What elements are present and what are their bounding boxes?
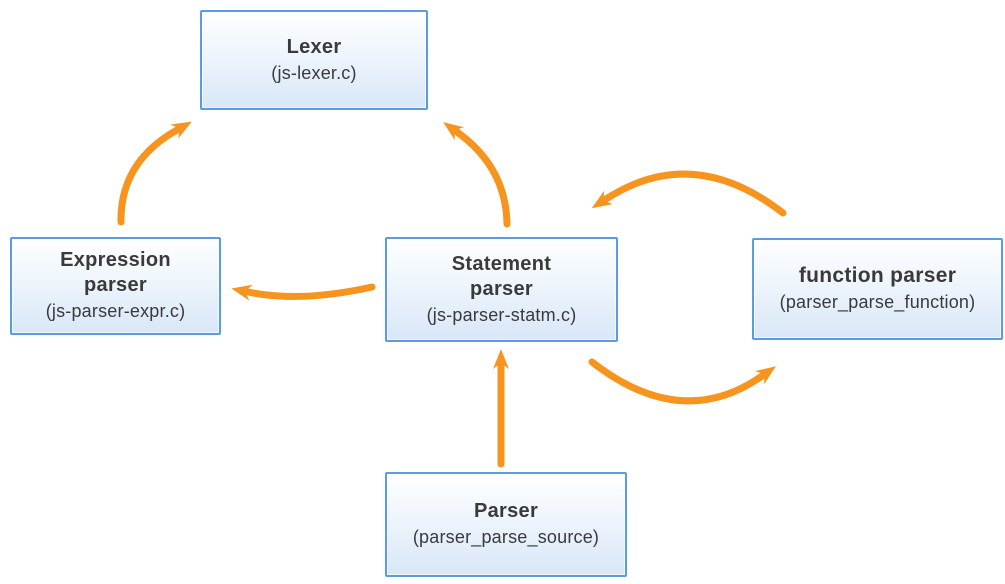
edge-statement-parser-to-expression-parser (231, 283, 376, 301)
node-title: Parser (473, 500, 539, 523)
node-subtitle: (js-parser-expr.c) (45, 301, 186, 322)
node-statement-parser: Statement parser (js-parser-statm.c) (385, 237, 618, 342)
node-subtitle: (js-lexer.c) (271, 62, 357, 83)
edge-function-parser-to-statement-parser (591, 170, 787, 217)
node-expression-parser: Expression parser (js-parser-expr.c) (10, 237, 221, 335)
node-title: function parser (798, 264, 957, 288)
node-subtitle: (parser_parse_function) (779, 292, 976, 313)
node-title: Lexer (286, 35, 342, 58)
node-function-parser: function parser (parser_parse_function) (752, 238, 1003, 340)
node-subtitle: (js-parser-statm.c) (426, 304, 577, 325)
edge-statement-parser-to-function-parser (588, 358, 776, 405)
node-title: Statement parser (451, 252, 552, 300)
node-title: Expression parser (60, 249, 171, 297)
node-lexer: Lexer (js-lexer.c) (200, 10, 428, 110)
node-parser: Parser (parser_parse_source) (385, 472, 627, 577)
edge-expression-parser-to-lexer (117, 121, 192, 226)
edge-statement-parser-to-lexer (443, 122, 511, 228)
node-subtitle: (parser_parse_source) (412, 527, 600, 548)
